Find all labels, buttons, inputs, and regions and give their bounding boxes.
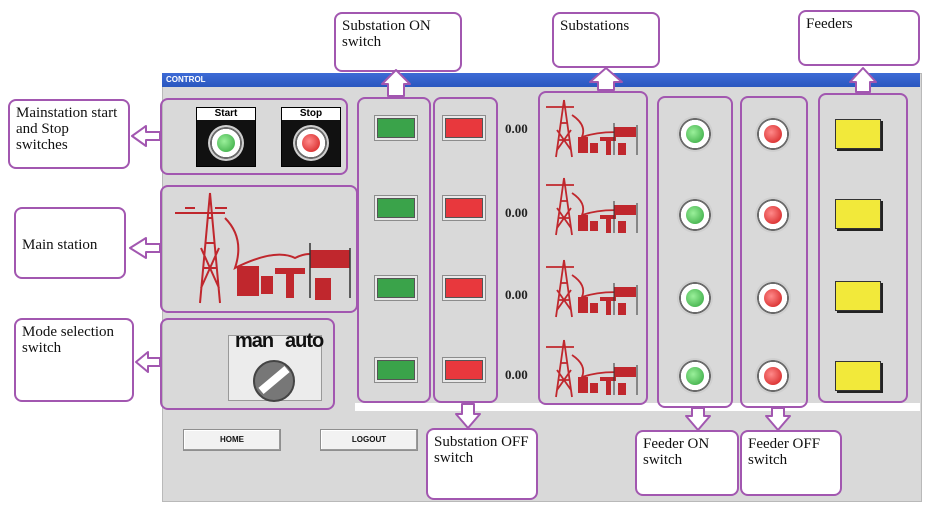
divider [355, 403, 920, 411]
substation-off-column [433, 97, 498, 403]
callout-substation-off: Substation OFF switch [426, 428, 538, 500]
substation-on-switch[interactable] [374, 275, 418, 301]
mainstation-switch-panel [160, 98, 348, 175]
substation-value: 0.00 [505, 287, 528, 302]
substation-value: 0.00 [505, 367, 528, 382]
man-label: man [235, 330, 274, 352]
stop-label: Stop [282, 108, 340, 120]
feeder-off-switch[interactable] [755, 116, 791, 152]
callout-mainstation-switches: Mainstation start and Stop switches [8, 99, 130, 169]
feeder-off-switch[interactable] [755, 197, 791, 233]
callout-mode-selection: Mode selection switch [14, 318, 134, 402]
substation-on-column [357, 97, 431, 403]
feeder-indicator [835, 199, 881, 229]
feeder-on-switch[interactable] [677, 280, 713, 316]
auto-label: auto [285, 330, 324, 352]
selector-knob-icon [253, 360, 295, 402]
feeder-indicator [835, 361, 881, 391]
substation-off-switch[interactable] [442, 195, 486, 221]
home-button[interactable]: HOME [183, 429, 281, 451]
substation-off-switch[interactable] [442, 115, 486, 141]
substations-column [538, 91, 648, 405]
stop-switch[interactable]: Stop [281, 107, 341, 167]
main-station-icon [175, 192, 351, 304]
logout-button[interactable]: LOGOUT [320, 429, 418, 451]
substation-on-switch[interactable] [374, 115, 418, 141]
substation-off-switch[interactable] [442, 357, 486, 383]
feeder-on-switch[interactable] [677, 116, 713, 152]
callout-substations: Substations [552, 12, 660, 68]
mode-selection-panel [160, 318, 335, 410]
start-switch[interactable]: Start [196, 107, 256, 167]
arrow-left-icon [131, 125, 161, 147]
feeder-on-switch[interactable] [677, 197, 713, 233]
feeder-off-switch[interactable] [755, 280, 791, 316]
feeder-on-switch[interactable] [677, 358, 713, 394]
mode-selection-switch[interactable]: man auto [228, 330, 324, 402]
substation-on-switch[interactable] [374, 195, 418, 221]
substation-value: 0.00 [505, 205, 528, 220]
callout-feeder-on: Feeder ON switch [635, 430, 739, 496]
arrow-left-icon [135, 351, 161, 373]
start-lamp-icon [208, 125, 244, 161]
feeder-off-switch[interactable] [755, 358, 791, 394]
feeder-indicator [835, 119, 881, 149]
arrow-left-icon [129, 237, 161, 259]
callout-substation-on: Substation ON switch [334, 12, 462, 72]
feeders-column [818, 93, 908, 403]
stop-lamp-icon [293, 125, 329, 161]
feeder-indicator [835, 281, 881, 311]
substation-off-switch[interactable] [442, 275, 486, 301]
window-title: CONTROL [162, 73, 920, 87]
substation-icons [545, 99, 638, 398]
substation-on-switch[interactable] [374, 357, 418, 383]
callout-feeders: Feeders [798, 10, 920, 66]
start-label: Start [197, 108, 255, 120]
substation-value: 0.00 [505, 121, 528, 136]
callout-main-station: Main station [14, 207, 126, 279]
callout-feeder-off: Feeder OFF switch [740, 430, 842, 496]
